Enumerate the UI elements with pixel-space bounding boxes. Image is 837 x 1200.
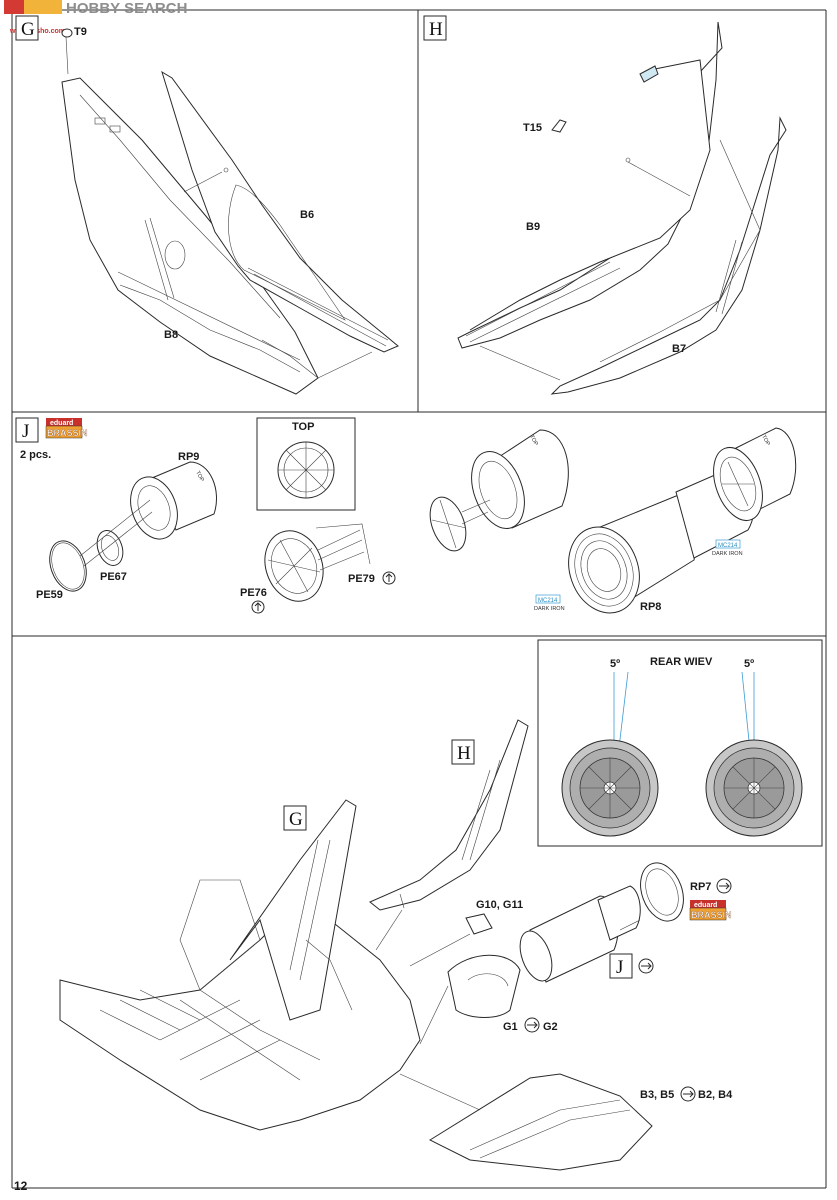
stabilizer-b: [428, 1073, 653, 1171]
part-g1: G1: [503, 1021, 518, 1033]
bend-icon-pe76: [251, 600, 265, 614]
quantity-note: 2 pcs.: [20, 449, 51, 461]
assembly-step-h-box: [451, 739, 475, 765]
page-number: 12: [14, 1179, 28, 1193]
rear-view-title: REAR WIEV: [650, 656, 713, 668]
brassin-logo-j: eduard BRASSIN: [45, 418, 88, 439]
fin-b6: [161, 70, 399, 353]
fin-b8: [61, 77, 319, 395]
rear-nozzle-left: [561, 671, 659, 837]
mirror-icon-rp7: [716, 878, 732, 894]
rear-nozzle-right: [705, 671, 803, 837]
rear-view-box: [537, 639, 823, 847]
mirror-icon-g1-g2: [524, 1017, 540, 1033]
svg-text:eduard: eduard: [50, 420, 73, 427]
nozzle-rp9: TOP: [130, 461, 218, 540]
assembly-step-g-box: [283, 805, 307, 831]
part-b8: B8: [164, 329, 178, 341]
top-view-label: TOP: [292, 421, 314, 433]
svg-text:MC214: MC214: [718, 543, 738, 549]
part-g10-g11: G10, G11: [476, 899, 523, 911]
step-j-label: J: [22, 421, 29, 442]
fairing-g1-g2: [447, 954, 521, 1018]
fin-b7: [550, 116, 787, 395]
part-b-left: B3, B5: [640, 1089, 674, 1101]
svg-text:BRASSIN: BRASSIN: [47, 428, 88, 438]
step-j-box: [15, 417, 39, 443]
brassin-logo-assembly: eduard BRASSIN: [689, 900, 732, 921]
final-assembly: G H G10, G11 G1 G2: [59, 719, 733, 1171]
part-rp7: RP7: [690, 881, 711, 893]
assembly-fin-h: [369, 719, 529, 911]
part-t9: T9: [74, 26, 87, 38]
part-pe67: PE67: [100, 571, 127, 583]
watermark-logo: HOBBY SEARCH: [66, 0, 187, 17]
svg-text:TOP: TOP: [760, 434, 771, 447]
svg-text:eduard: eduard: [694, 902, 717, 909]
svg-text:DARK IRON: DARK IRON: [712, 551, 743, 557]
step-g-label: G: [21, 19, 35, 40]
nozzle-assembly-rp7: [519, 885, 641, 983]
part-t15: T15: [523, 122, 542, 134]
part-b7: B7: [672, 343, 686, 355]
step-h: H T15 B9 B7: [423, 15, 787, 395]
nozzle-rp8: [568, 463, 756, 614]
mirror-icon-b: [680, 1086, 696, 1102]
bend-icon-pe79: [382, 571, 396, 585]
step-g: G T9 B8 B6: [15, 15, 399, 395]
svg-text:DARK IRON: DARK IRON: [534, 606, 565, 612]
rear-view: REAR WIEV 5º 5º: [537, 639, 823, 847]
fuselage: [59, 899, 421, 1131]
part-b9: B9: [526, 221, 540, 233]
assembly-step-h-label: H: [457, 743, 471, 764]
petal-ring-top: [277, 441, 335, 499]
petal-ring-pe76: [264, 530, 324, 602]
part-rp9: RP9: [178, 451, 199, 463]
svg-text:TOP: TOP: [528, 434, 539, 447]
part-pe76: PE76: [240, 587, 267, 599]
step-g-box: [15, 15, 39, 41]
nozzle-rp8-end: TOP: [713, 427, 797, 521]
angle-right: 5º: [744, 658, 754, 670]
assembly-fin-g: [229, 799, 357, 1021]
part-pe59: PE59: [36, 589, 63, 601]
assembly-step-j-label: J: [616, 957, 623, 978]
part-b-right: B2, B4: [698, 1089, 733, 1101]
assembly-step-g-label: G: [289, 809, 303, 830]
assembly-step-j-box: [609, 953, 633, 979]
petal-ring-assembled: [429, 496, 467, 552]
top-view-box: [256, 417, 356, 511]
svg-text:BRASSIN: BRASSIN: [691, 910, 732, 920]
nozzle-assembled-a: TOP: [471, 429, 569, 529]
ring-pe67: [96, 530, 124, 566]
panel-frames: [11, 9, 827, 1189]
part-pe79: PE79: [348, 573, 375, 585]
ring-pe59: [49, 540, 87, 592]
part-g2: G2: [543, 1021, 558, 1033]
part-g10-g11-shape: [465, 913, 493, 935]
step-h-box: [423, 15, 447, 41]
mirror-icon-j: [638, 958, 654, 974]
step-h-label: H: [429, 19, 443, 40]
paint-callout-right: MC214 DARK IRON: [712, 539, 743, 557]
angle-left: 5º: [610, 658, 620, 670]
part-b6: B6: [300, 209, 314, 221]
svg-text:TOP: TOP: [194, 470, 205, 483]
paint-callout-left: MC214 DARK IRON: [534, 594, 565, 612]
step-j: J eduard BRASSIN 2 pcs. RP9 TOP PE67 PE5…: [15, 417, 797, 614]
svg-text:MC214: MC214: [538, 598, 558, 604]
part-rp8: RP8: [640, 601, 661, 613]
ring-rp7: [640, 862, 684, 922]
